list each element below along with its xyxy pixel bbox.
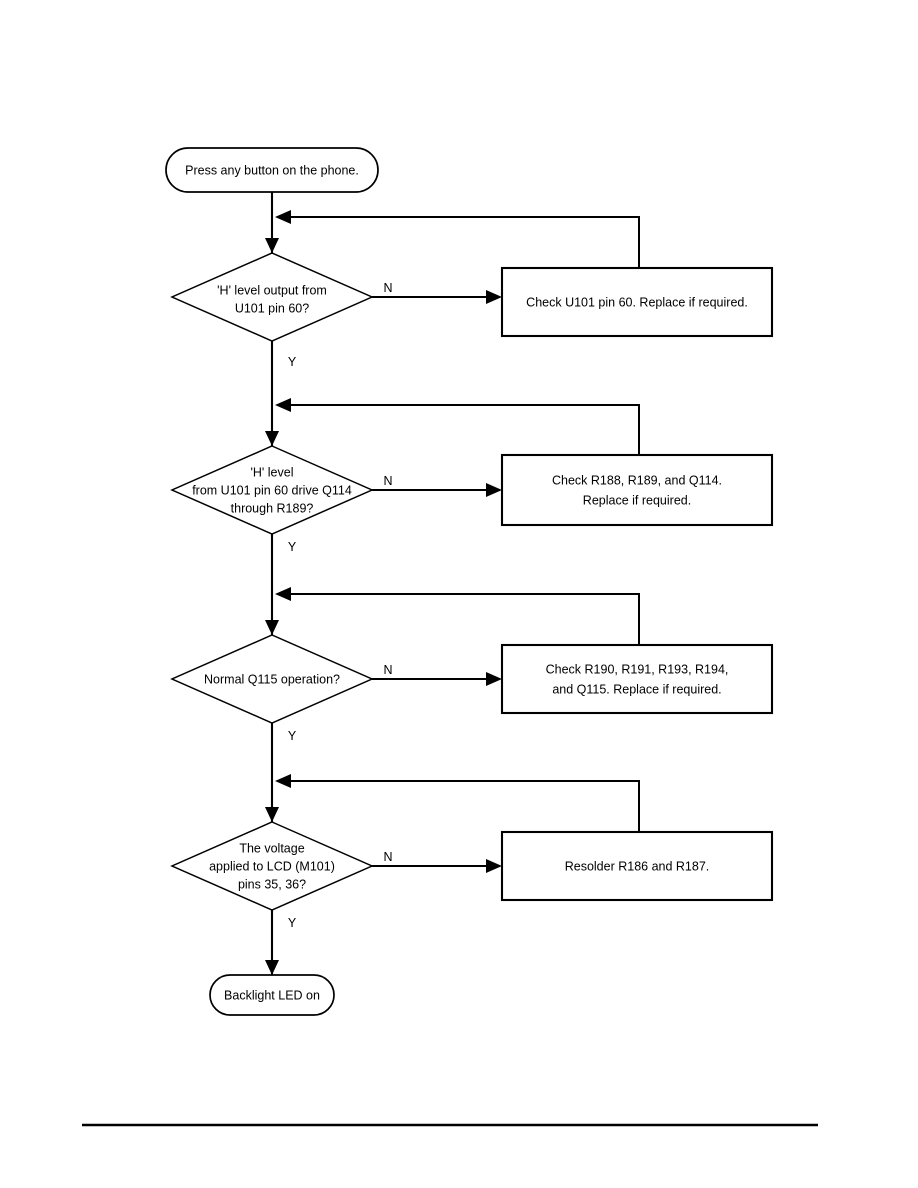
decision-2-label-line-1: 'H' level <box>251 465 294 479</box>
branch-label-no-4: N <box>383 850 392 864</box>
branch-label-yes-4: Y <box>288 916 297 930</box>
node-process-check-r190-r191-r193-r194[interactable]: Check R190, R191, R193, R194, and Q115. … <box>500 643 774 715</box>
node-decision-normal-q115-operation[interactable]: Normal Q115 operation? <box>170 634 374 724</box>
node-end-terminator[interactable]: Backlight LED on <box>209 974 335 1016</box>
decision-1-label-line-1: 'H' level output from <box>217 283 327 297</box>
decision-2-label-line-2: from U101 pin 60 drive Q114 <box>192 483 352 497</box>
process-4-label-line-1: Resolder R186 and R187. <box>565 859 710 873</box>
decision-4-label-line-3: pins 35, 36? <box>238 877 306 891</box>
process-1-label-line-1: Check U101 pin 60. Replace if required. <box>526 295 748 309</box>
node-process-resolder-r186-r187[interactable]: Resolder R186 and R187. <box>500 830 774 902</box>
branch-label-no-1: N <box>383 281 392 295</box>
branch-label-no-2: N <box>383 474 392 488</box>
edge-decision-3-yes-to-decision-4 <box>265 723 279 822</box>
node-decision-voltage-applied-to-lcd[interactable]: The voltage applied to LCD (M101) pins 3… <box>170 821 374 911</box>
start-terminator-label: Press any button on the phone. <box>185 163 359 177</box>
process-3-label-line-2: and Q115. Replace if required. <box>552 682 721 696</box>
node-decision-h-level-drive-q114[interactable]: 'H' level from U101 pin 60 drive Q114 th… <box>170 445 374 535</box>
process-3-label-line-1: Check R190, R191, R193, R194, <box>546 662 729 676</box>
branch-label-yes-3: Y <box>288 729 297 743</box>
edge-decision-1-yes-to-decision-2 <box>265 341 279 446</box>
node-start-terminator[interactable]: Press any button on the phone. <box>165 147 379 193</box>
edge-decision-1-no-to-check-u101 <box>372 290 502 304</box>
process-2-label-line-2: Replace if required. <box>583 493 691 507</box>
node-process-check-r188-r189-q114[interactable]: Check R188, R189, and Q114. Replace if r… <box>500 453 774 527</box>
edge-decision-2-yes-to-decision-3 <box>265 534 279 635</box>
node-decision-h-level-output-u101[interactable]: 'H' level output from U101 pin 60? <box>170 252 374 342</box>
edge-loop-check-u101-to-decision-1 <box>275 210 640 268</box>
edge-decision-4-yes-to-end <box>265 910 279 975</box>
node-process-check-u101-pin-60[interactable]: Check U101 pin 60. Replace if required. <box>500 266 774 338</box>
edge-decision-3-no-to-check-r190 <box>372 672 502 686</box>
branch-label-no-3: N <box>383 663 392 677</box>
edge-decision-2-no-to-check-r188 <box>372 483 502 497</box>
edge-start-to-decision-1 <box>265 192 279 253</box>
decision-2-label-line-3: through R189? <box>231 501 314 515</box>
process-2-label-line-1: Check R188, R189, and Q114. <box>552 473 722 487</box>
edge-loop-check-r188-to-decision-2 <box>275 398 640 455</box>
edge-loop-check-r190-to-decision-3 <box>275 587 640 645</box>
decision-3-label-line-1: Normal Q115 operation? <box>204 672 340 686</box>
end-terminator-label: Backlight LED on <box>224 988 320 1002</box>
branch-label-yes-1: Y <box>288 355 297 369</box>
decision-1-label-line-2: U101 pin 60? <box>235 301 309 315</box>
edge-decision-4-no-to-resolder <box>372 859 502 873</box>
branch-label-yes-2: Y <box>288 540 297 554</box>
edge-loop-resolder-to-decision-4 <box>275 774 640 832</box>
decision-4-label-line-1: The voltage <box>239 841 304 855</box>
decision-4-label-line-2: applied to LCD (M101) <box>209 859 335 873</box>
